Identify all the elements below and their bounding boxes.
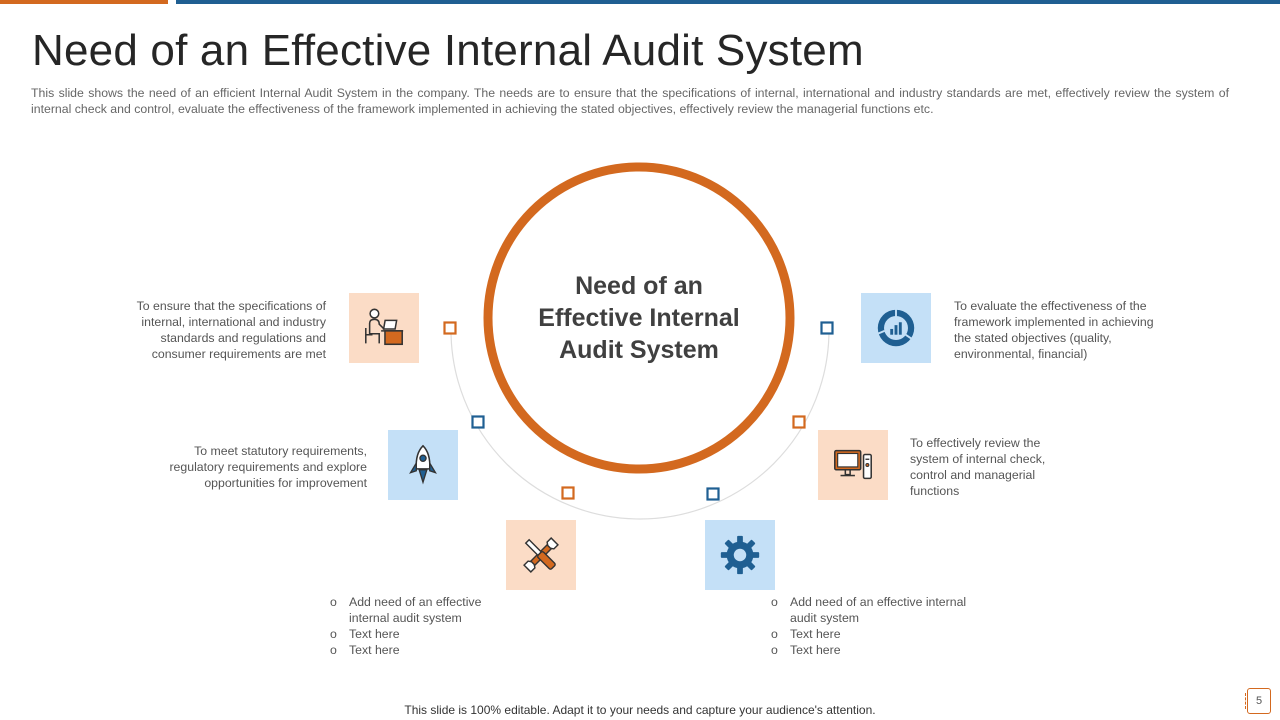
wrench-screwdriver-icon [523,537,559,573]
need-description-standards: To ensure that the specifications of int… [100,298,326,362]
description-line: To effectively review the [910,436,1041,450]
description-line: framework implemented in achieving [954,315,1154,329]
computer-tile [818,430,888,500]
need-description-statutory: To meet statutory requirements, regulato… [136,443,367,491]
description-line: To evaluate the effectiveness of the [954,299,1147,313]
donut-chart-icon [877,308,915,347]
computer-icon [834,449,872,480]
marker-square [792,415,806,429]
center-label-line: Audit System [559,336,719,364]
center-label-line: Need of an [575,272,703,300]
center-label: Need of an Effective Internal Audit Syst… [502,270,776,366]
bullet-line: Add need of an effective [349,595,482,609]
marker-square [471,415,485,429]
bullet-item: Text here [330,626,520,642]
description-line: regulatory requirements and explore [169,460,367,474]
footer-note: This slide is 100% editable. Adapt it to… [404,703,876,717]
slide-title[interactable]: Need of an Effective Internal Audit Syst… [32,26,864,75]
top-accent-bar-orange [0,0,168,4]
marker-square [443,321,457,335]
description-line: control and managerial [910,468,1036,482]
center-ring [483,162,795,474]
description-line: internal, international and industry [141,315,326,329]
donut-chart-tile [861,293,931,363]
bullet-line: internal audit system [349,611,462,625]
bullet-item: Add need of an effective internal audit … [330,594,520,626]
marker-square [706,487,720,501]
bullet-item: Text here [771,626,991,642]
description-line: To ensure that the specifications of [136,299,326,313]
description-line: the stated objectives (quality, [954,331,1112,345]
person-at-desk-tile [349,293,419,363]
bullet-line: audit system [790,611,860,625]
slide-subtitle[interactable]: This slide shows the need of an efficien… [31,86,1229,116]
description-line: consumer requirements are met [151,347,326,361]
description-line: To meet statutory requirements, [194,444,367,458]
center-label-line: Effective Internal [538,304,740,332]
bullet-item: Add need of an effective internal audit … [771,594,991,626]
tools-tile [506,520,576,590]
need-bullets-right: Add need of an effective internal audit … [771,594,991,658]
top-accent-bar-blue [176,0,1280,4]
description-line: environmental, financial) [954,347,1088,361]
page-number: 5 [1245,688,1271,714]
need-description-evaluate: To evaluate the effectiveness of the fra… [954,298,1184,362]
need-description-review: To effectively review the system of inte… [910,435,1090,499]
marker-square [561,486,575,500]
gear-icon [720,535,760,575]
person-at-desk-icon [365,308,404,346]
description-line: functions [910,484,960,498]
bullet-item: Text here [330,642,520,658]
gear-tile [705,520,775,590]
marker-square [820,321,834,335]
bullet-item: Text here [771,642,991,658]
description-line: opportunities for improvement [204,476,367,490]
rocket-tile [388,430,458,500]
need-bullets-left: Add need of an effective internal audit … [330,594,520,658]
description-line: system of internal check, [910,452,1046,466]
description-line: standards and regulations and [160,331,326,345]
rocket-icon [409,444,437,485]
bullet-line: Add need of an effective internal [790,595,967,609]
